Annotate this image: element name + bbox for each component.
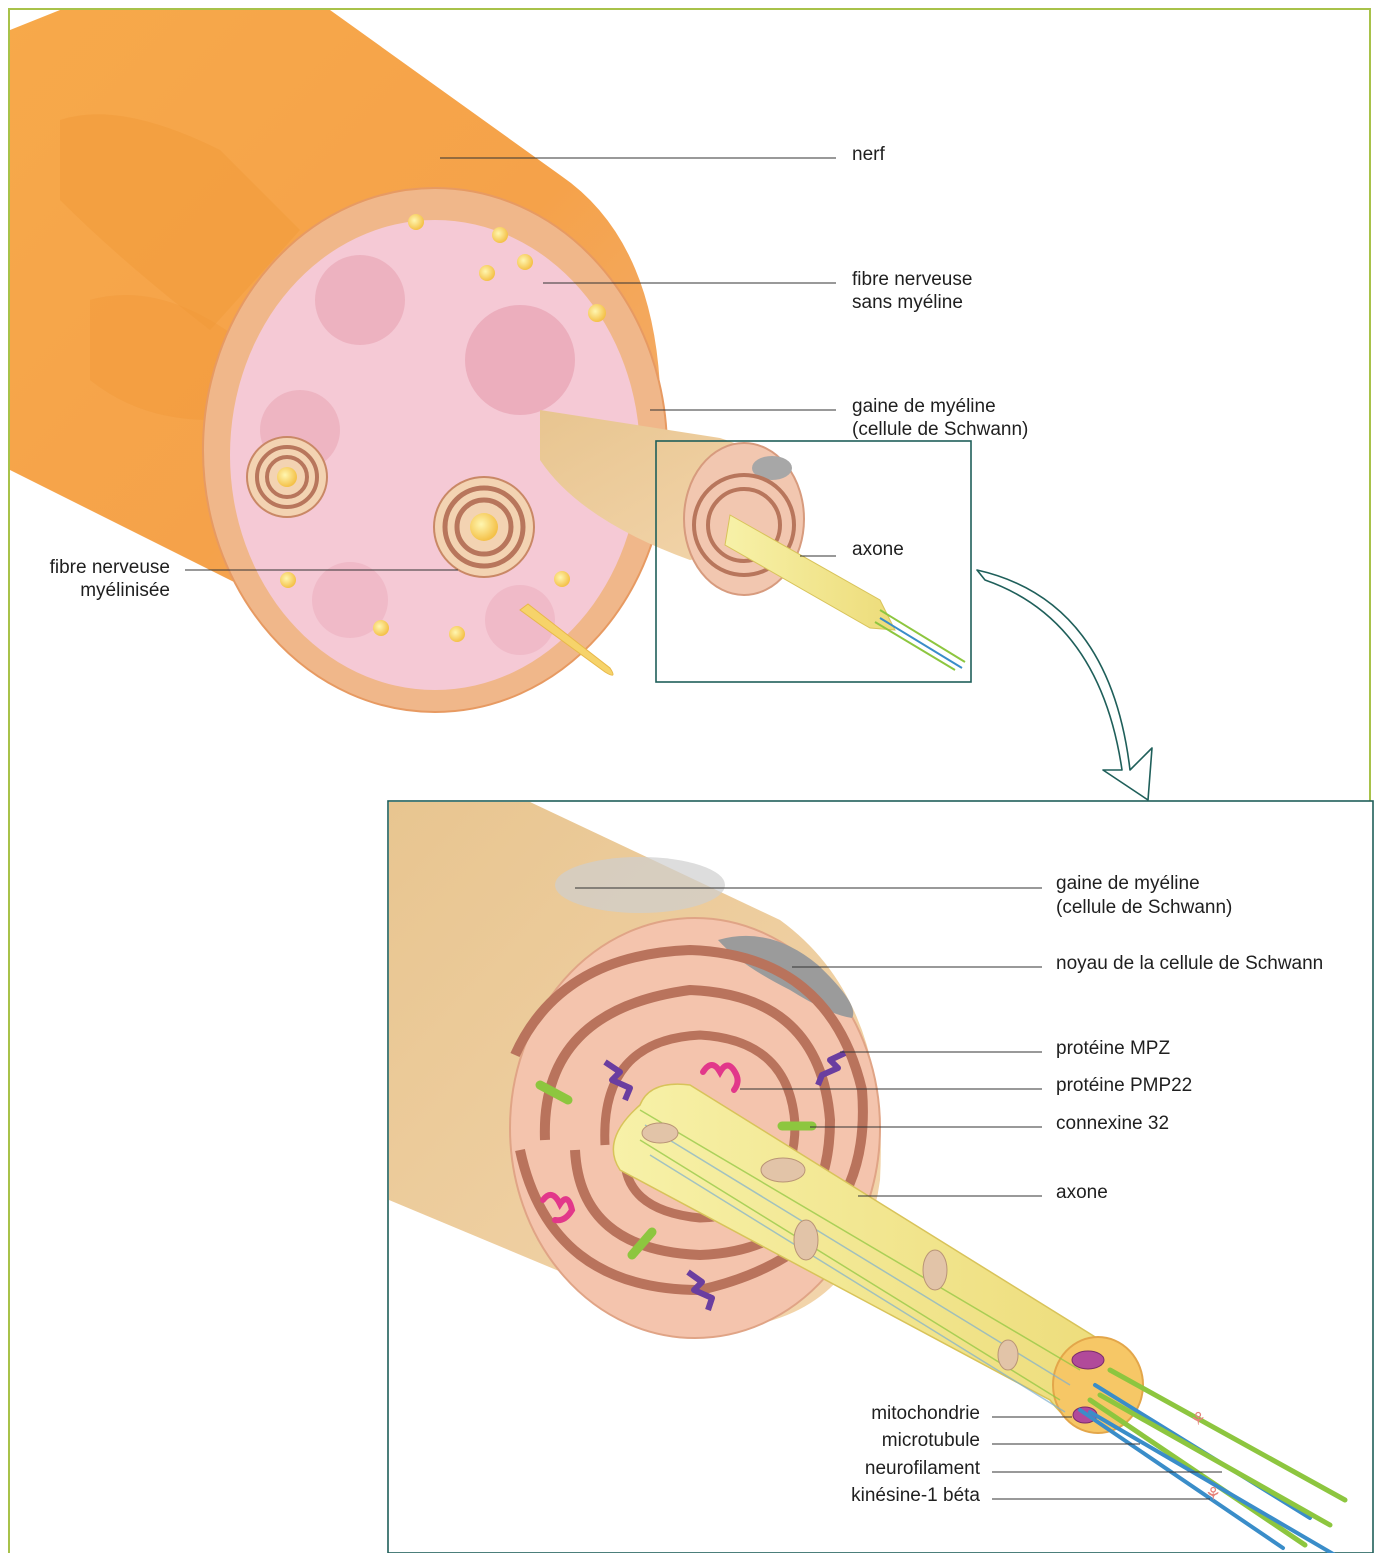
kinesin-icon: ⚘ xyxy=(1190,1409,1206,1430)
label-fibre-myelinisee-1: fibre nerveuse xyxy=(50,557,170,578)
unmyelinated-fiber xyxy=(408,214,424,230)
label-gaine-myeline-2: (cellule de Schwann) xyxy=(852,419,1028,440)
myelinated-fiber-spiral-small xyxy=(247,437,327,517)
mitochondrion xyxy=(794,1220,818,1260)
unmyelinated-fiber xyxy=(280,572,296,588)
tissue-blob xyxy=(315,255,405,345)
mitochondrion xyxy=(998,1340,1018,1370)
label-fibre-myelinisee-2: myélinisée xyxy=(80,580,170,601)
label-neurofilament: neurofilament xyxy=(865,1458,981,1479)
label-detail-gaine-1: gaine de myéline xyxy=(1056,873,1200,894)
label-kinesine: kinésine-1 béta xyxy=(851,1485,980,1506)
unmyelinated-fiber xyxy=(449,626,465,642)
label-detail-gaine-2: (cellule de Schwann) xyxy=(1056,897,1232,918)
mitochondrion xyxy=(761,1158,805,1182)
myelinated-fiber-spiral-large xyxy=(434,477,534,577)
label-connexine-32: connexine 32 xyxy=(1056,1113,1169,1134)
label-nerf: nerf xyxy=(852,144,885,165)
mitochondrion xyxy=(642,1123,678,1143)
unmyelinated-fiber xyxy=(517,254,533,270)
label-gaine-myeline-1: gaine de myéline xyxy=(852,396,996,417)
label-detail-axone: axone xyxy=(1056,1182,1108,1203)
label-axone-overview: axone xyxy=(852,539,904,560)
unmyelinated-fiber xyxy=(373,620,389,636)
label-proteine-mpz: protéine MPZ xyxy=(1056,1038,1170,1059)
unmyelinated-fiber xyxy=(554,571,570,587)
tissue-blob xyxy=(465,305,575,415)
unmyelinated-fiber xyxy=(492,227,508,243)
nerve-overview xyxy=(10,10,965,712)
label-noyau-schwann: noyau de la cellule de Schwann xyxy=(1056,953,1323,974)
label-microtubule: microtubule xyxy=(882,1430,980,1451)
kinesin-icon: ⚘ xyxy=(1205,1484,1221,1505)
unmyelinated-fiber xyxy=(588,304,606,322)
label-proteine-pmp22: protéine PMP22 xyxy=(1056,1075,1192,1096)
label-fibre-sans-myeline-1: fibre nerveuse xyxy=(852,269,972,290)
label-mitochondrie: mitochondrie xyxy=(871,1403,980,1424)
schwann-nucleus-tube-shadow xyxy=(555,857,725,913)
label-fibre-sans-myeline-2: sans myéline xyxy=(852,292,963,313)
mitochondrion-end xyxy=(1072,1351,1104,1369)
unmyelinated-fiber xyxy=(479,265,495,281)
zoom-arrow-icon xyxy=(977,570,1152,800)
mitochondrion xyxy=(923,1250,947,1290)
